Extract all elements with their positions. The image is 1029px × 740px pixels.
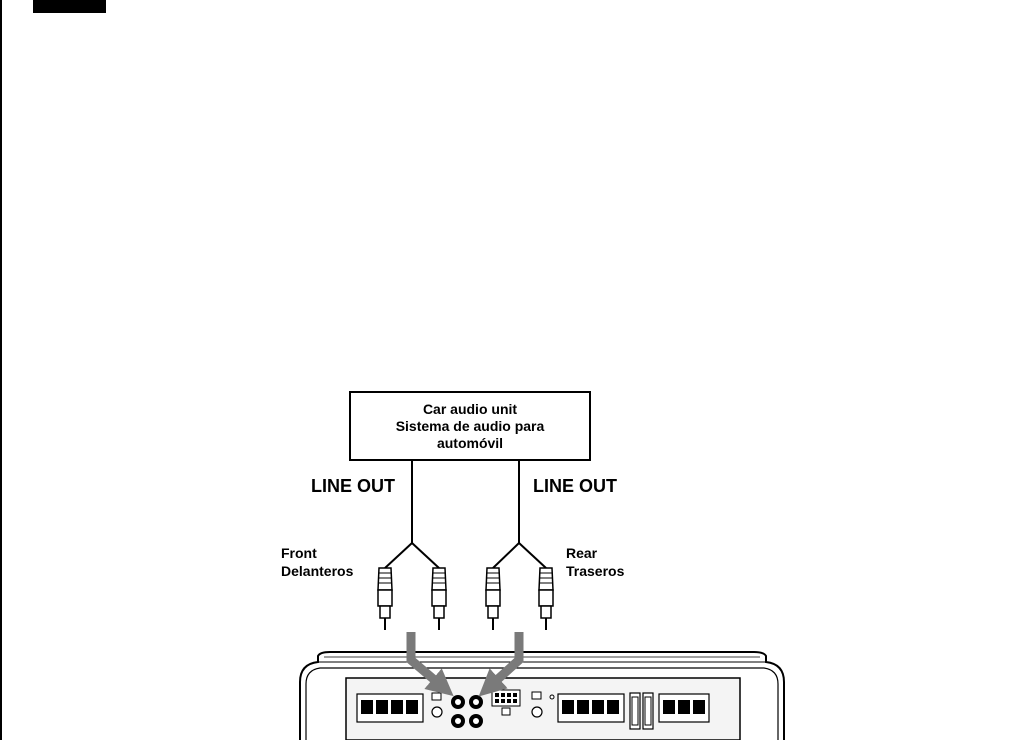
traseros-label: Traseros <box>566 563 625 579</box>
page-left-border <box>0 0 2 740</box>
section-tab-marker <box>33 0 106 13</box>
rca-plug-front-right <box>431 567 447 630</box>
speaker-terminal-left <box>356 693 424 723</box>
rear-label: Rear <box>566 545 598 561</box>
insertion-arrow-left <box>406 632 454 697</box>
speaker-terminal-center <box>557 693 625 723</box>
insertion-arrow-right <box>478 632 524 697</box>
wire-right <box>492 461 547 569</box>
unit-box-line-1: Car audio unit <box>422 400 518 417</box>
line-out-label-left: LINE OUT <box>311 476 395 496</box>
car-audio-unit-box: Car audio unit Sistema de audio para aut… <box>349 391 591 461</box>
rca-plug-rear-right <box>538 567 554 630</box>
front-label: Front <box>281 545 317 561</box>
rca-plug-front-left <box>377 567 393 630</box>
rca-plug-rear-left <box>485 567 501 630</box>
amplifier-unit <box>299 651 785 740</box>
wire-left <box>384 461 440 569</box>
power-terminal <box>658 693 710 723</box>
line-out-label-right: LINE OUT <box>533 476 617 496</box>
unit-box-line-2: Sistema de audio para <box>395 417 545 434</box>
unit-box-line-3: automóvil <box>436 434 504 451</box>
delanteros-label: Delanteros <box>281 563 354 579</box>
rca-input-jacks <box>451 695 483 728</box>
